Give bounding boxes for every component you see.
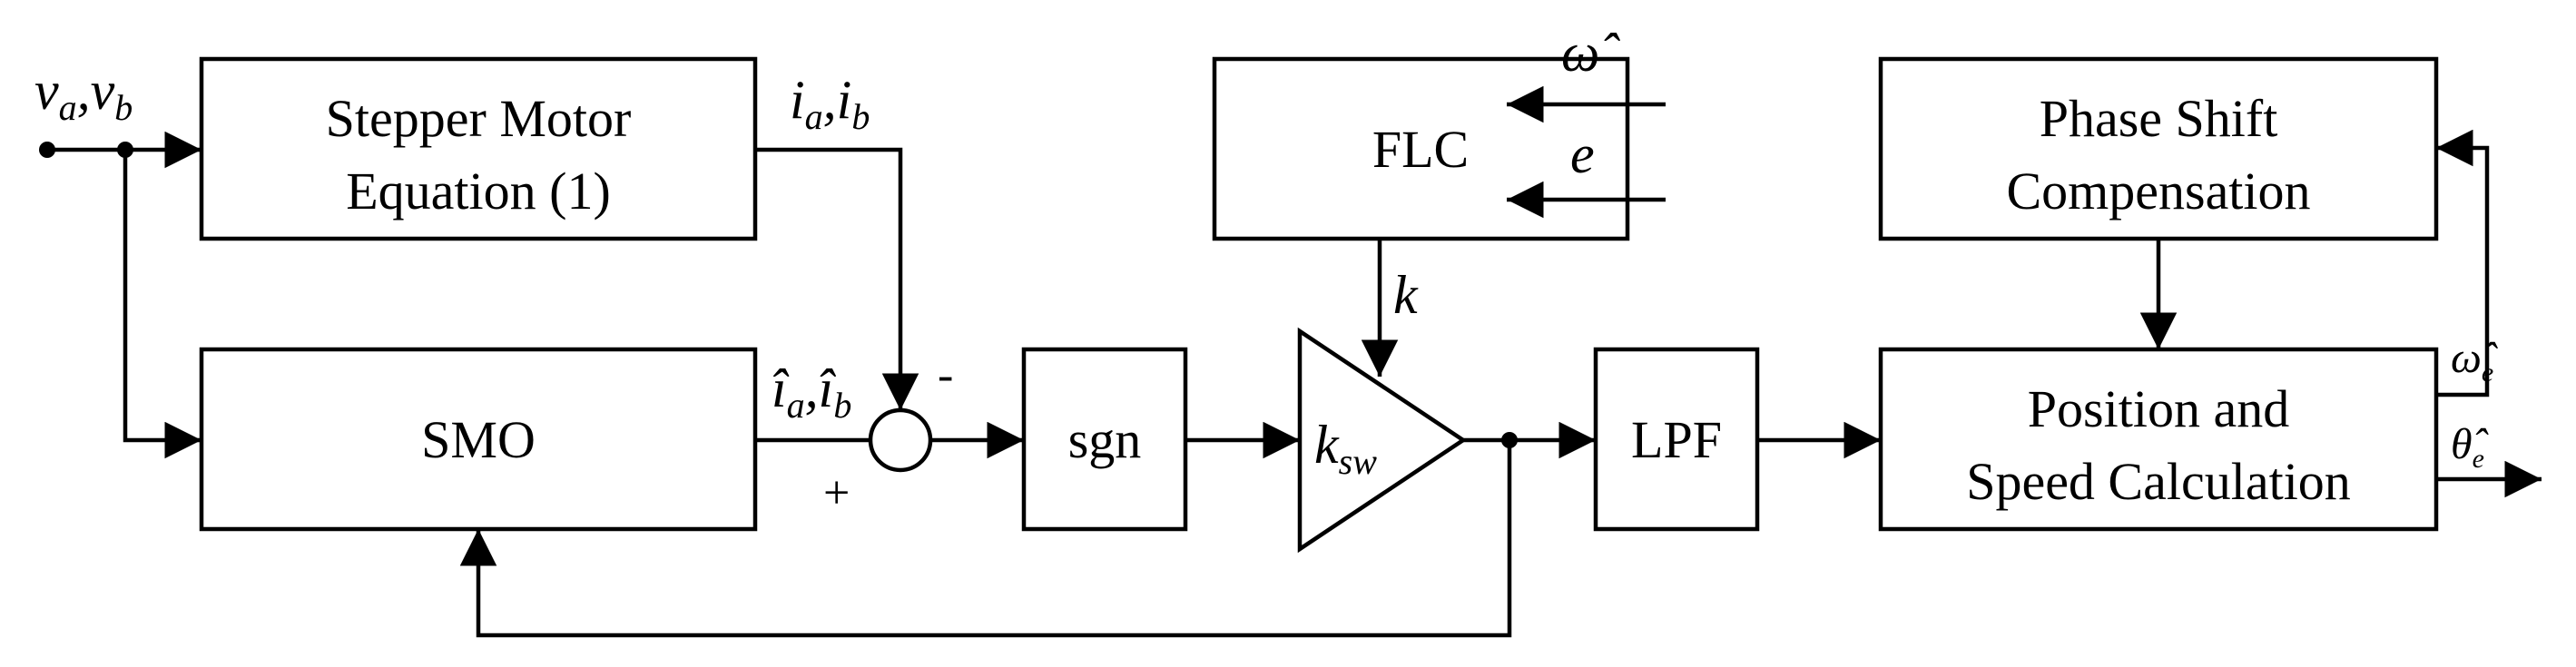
calc-block-label-line1: Position and bbox=[2028, 379, 2289, 438]
flc-block bbox=[1212, 56, 1630, 241]
error-label: e bbox=[1570, 124, 1595, 184]
feedback-to-smo-wire bbox=[459, 440, 1512, 638]
psc-block-label-line1: Phase Shift bbox=[2040, 89, 2278, 148]
summing-plus-sign: + bbox=[823, 467, 850, 519]
flc-block-label: FLC bbox=[1372, 120, 1469, 179]
flc-gain-k-label: k bbox=[1393, 265, 1419, 325]
stepper-motor-equation-block bbox=[199, 56, 758, 241]
input-voltage-label: va,vb bbox=[34, 61, 133, 128]
measured-current-label: ia,ib bbox=[790, 70, 870, 137]
input-terminal-dot bbox=[39, 142, 55, 158]
summing-junction bbox=[868, 407, 933, 473]
calc-block-label-line2: Speed Calculation bbox=[1966, 452, 2351, 511]
phase-shift-compensation-block bbox=[1878, 56, 2439, 241]
motor-block-label-line2: Equation (1) bbox=[346, 162, 611, 221]
omega-e-hat-label: ω̂e bbox=[2451, 334, 2498, 387]
lpf-block-label: LPF bbox=[1631, 410, 1722, 469]
theta-e-hat-label: θ̂e bbox=[2451, 420, 2489, 474]
position-speed-calculation-block bbox=[1878, 347, 2439, 532]
smo-block bbox=[199, 347, 758, 532]
omega-e-feedback-wire bbox=[2436, 129, 2490, 397]
estimated-current-label: îa,îb bbox=[772, 358, 851, 426]
gain-ksw-label: ksw bbox=[1314, 415, 1377, 482]
motor-block-label-line1: Stepper Motor bbox=[326, 89, 632, 148]
sgn-block-label: sgn bbox=[1068, 410, 1142, 469]
psc-block-label-line2: Compensation bbox=[2006, 162, 2310, 221]
sgn-block bbox=[1021, 347, 1188, 532]
motor-to-sum-wire bbox=[755, 147, 919, 410]
input-to-smo-wire bbox=[123, 150, 202, 459]
lpf-block bbox=[1593, 347, 1760, 532]
summing-minus-sign: - bbox=[938, 349, 953, 401]
smo-block-label: SMO bbox=[421, 410, 536, 469]
